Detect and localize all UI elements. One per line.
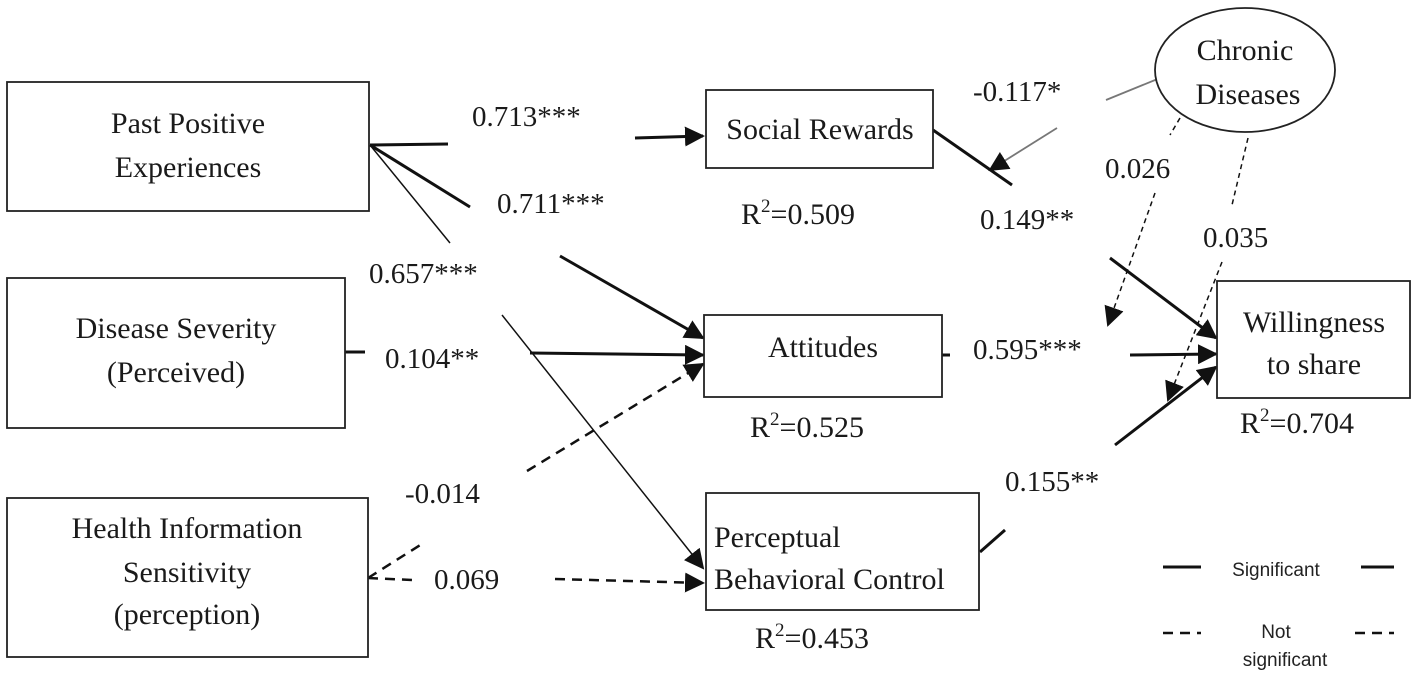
node-disease-severity-line2: (Perceived) [107,356,245,389]
coef-pbc-willingness: 0.155** [1005,466,1099,498]
path-past-to-attitudes [369,143,705,340]
node-attitudes-label: Attitudes [768,331,878,364]
legend-not-label: Not [1261,622,1291,643]
path-past-to-social [369,126,705,147]
node-attitudes: Attitudes [703,314,943,398]
coef-past-attitudes: 0.711*** [497,188,605,220]
coef-severity-attitudes: 0.104** [385,343,479,375]
node-disease-severity: Disease Severity (Perceived) [6,277,346,429]
r2-pbc: R2=0.453 [755,620,869,655]
path-chronic-to-pbc-path [1165,137,1249,402]
node-past-positive-line1: Past Positive [111,107,265,140]
path-sensitivity-to-attitudes [367,362,705,580]
node-pbc-line1: Perceptual [714,521,841,554]
coef-sensitivity-attitudes: -0.014 [405,478,480,510]
coef-past-pbc: 0.657*** [369,258,478,290]
node-health-info-line1: Health Information [72,512,303,545]
legend: Significant Not significant [1163,560,1394,671]
legend-not-significant: Not significant [1163,622,1394,671]
path-past-to-pbc [369,144,705,570]
node-disease-severity-line1: Disease Severity [76,312,277,345]
path-chronic-to-attitudes-path [1104,117,1181,327]
node-chronic-diseases: Chronic Diseases [1154,7,1336,133]
node-pbc-line2: Behavioral Control [714,563,945,596]
r2-willingness: R2=0.704 [1240,405,1354,440]
legend-significant: Significant [1163,560,1394,581]
coef-chronic-pbc: 0.035 [1203,222,1268,254]
node-willingness-line1: Willingness [1243,306,1385,339]
path-severity-to-attitudes [345,344,705,365]
coef-past-social: 0.713*** [472,101,581,133]
node-health-info-line3: (perception) [114,598,261,631]
path-social-to-willingness [932,128,1218,340]
node-social-rewards-label: Social Rewards [726,113,913,146]
coef-attitudes-willingness: 0.595*** [973,334,1082,366]
coef-social-willingness: 0.149** [980,204,1074,236]
path-chronic-to-social [988,77,1161,172]
path-attitudes-to-willingness [942,344,1218,365]
node-health-info-line2: Sensitivity [123,556,251,589]
node-past-positive-line2: Experiences [115,151,262,184]
path-pbc-to-willingness [979,365,1218,554]
coef-chronic-social: -0.117* [973,76,1061,108]
node-chronic-line1: Chronic [1197,34,1294,67]
node-willingness-line2: to share [1267,348,1361,381]
node-social-rewards: Social Rewards [705,89,934,169]
node-chronic-line2: Diseases [1196,78,1301,111]
r2-attitudes: R2=0.525 [750,409,864,444]
coef-sensitivity-pbc: 0.069 [434,564,499,596]
path-sensitivity-to-pbc [367,572,705,593]
node-past-positive-experiences: Past Positive Experiences [6,81,370,212]
node-health-information-sensitivity: Health Information Sensitivity (percepti… [6,497,369,658]
legend-significant2-label: significant [1243,650,1328,671]
r2-social-rewards: R2=0.509 [741,196,855,231]
node-perceptual-behavioral-control: Perceptual Behavioral Control [705,492,980,611]
node-willingness-to-share: Willingness to share [1216,280,1411,399]
legend-significant-label: Significant [1232,560,1320,581]
coef-chronic-attitudes: 0.026 [1105,153,1170,185]
